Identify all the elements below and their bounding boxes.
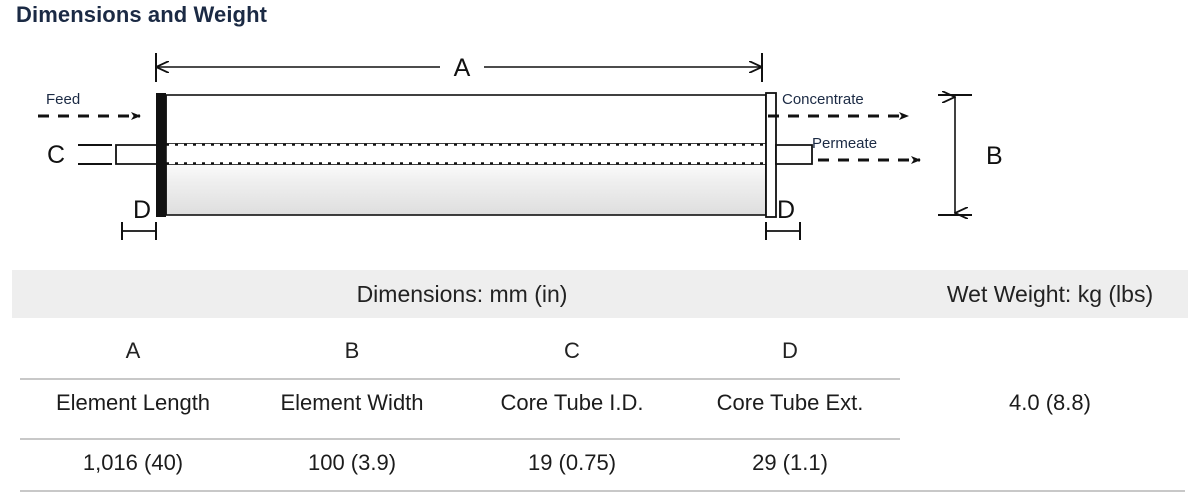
- core-tube-stub-left: [115, 144, 161, 165]
- table-letter-a: A: [125, 338, 141, 363]
- page-title: Dimensions and Weight: [16, 2, 268, 27]
- element-body-upper: [165, 94, 767, 145]
- end-cap-left: [156, 93, 166, 217]
- table-value-d: 29 (1.1): [752, 450, 828, 475]
- element-body-lower: [165, 163, 767, 216]
- permeate-flow-group: Permeate: [812, 135, 921, 164]
- table-header-band: [12, 270, 1188, 318]
- table-name-b: Element Width: [280, 390, 424, 415]
- dimension-d-left-group: D: [121, 196, 157, 240]
- core-tube-stub-right: [775, 144, 813, 165]
- element-body-group: [156, 92, 777, 218]
- table-letter-d: D: [782, 338, 798, 363]
- table-rule-bottom: [20, 490, 1185, 492]
- specifications-table: Dimensions: mm (in) Wet Weight: kg (lbs)…: [0, 262, 1200, 500]
- table-letter-c: C: [564, 338, 580, 363]
- table-value-row: 1,016 (40) 100 (3.9) 19 (0.75) 29 (1.1): [20, 450, 900, 490]
- dimension-c-label: C: [47, 141, 65, 169]
- feed-flow-group: Feed: [38, 91, 141, 120]
- dimension-d-right-label: D: [777, 196, 795, 224]
- table-value-c: 19 (0.75): [527, 450, 617, 475]
- table-name-c: Core Tube I.D.: [500, 390, 644, 415]
- permeate-label: Permeate: [812, 135, 877, 152]
- element-body-core-band: [166, 144, 766, 164]
- table-rule-under-names: [20, 438, 900, 440]
- table-header-dimensions: Dimensions: mm (in): [356, 281, 568, 307]
- concentrate-label: Concentrate: [782, 91, 864, 108]
- dimension-b-label: B: [986, 142, 1003, 170]
- table-value-b: 100 (3.9): [307, 450, 397, 475]
- table-letter-row: A B C D: [20, 338, 900, 374]
- table-name-d: Core Tube Ext.: [716, 390, 864, 415]
- table-value-a: 1,016 (40): [82, 450, 184, 475]
- table-letter-b: B: [344, 338, 360, 363]
- dimension-a-group: A: [155, 53, 763, 82]
- table-name-row: Element Length Element Width Core Tube I…: [20, 390, 900, 430]
- dimension-c-group: C: [47, 141, 112, 169]
- dimension-a-label: A: [454, 54, 471, 82]
- table-name-a: Element Length: [55, 390, 211, 415]
- feed-label: Feed: [46, 91, 80, 108]
- dimension-d-left-label: D: [133, 196, 151, 224]
- membrane-element-diagram: A Feed C: [0, 38, 1200, 253]
- table-rule-under-letters: [20, 378, 900, 380]
- table-wet-weight-value: 4.0 (8.8): [1009, 390, 1091, 415]
- table-header-wet-weight: Wet Weight: kg (lbs): [946, 281, 1154, 307]
- dimension-b-group: B: [938, 95, 1003, 215]
- dimension-d-right-group: D: [765, 196, 801, 240]
- end-cap-right: [765, 92, 777, 218]
- concentrate-flow-group: Concentrate: [768, 91, 909, 120]
